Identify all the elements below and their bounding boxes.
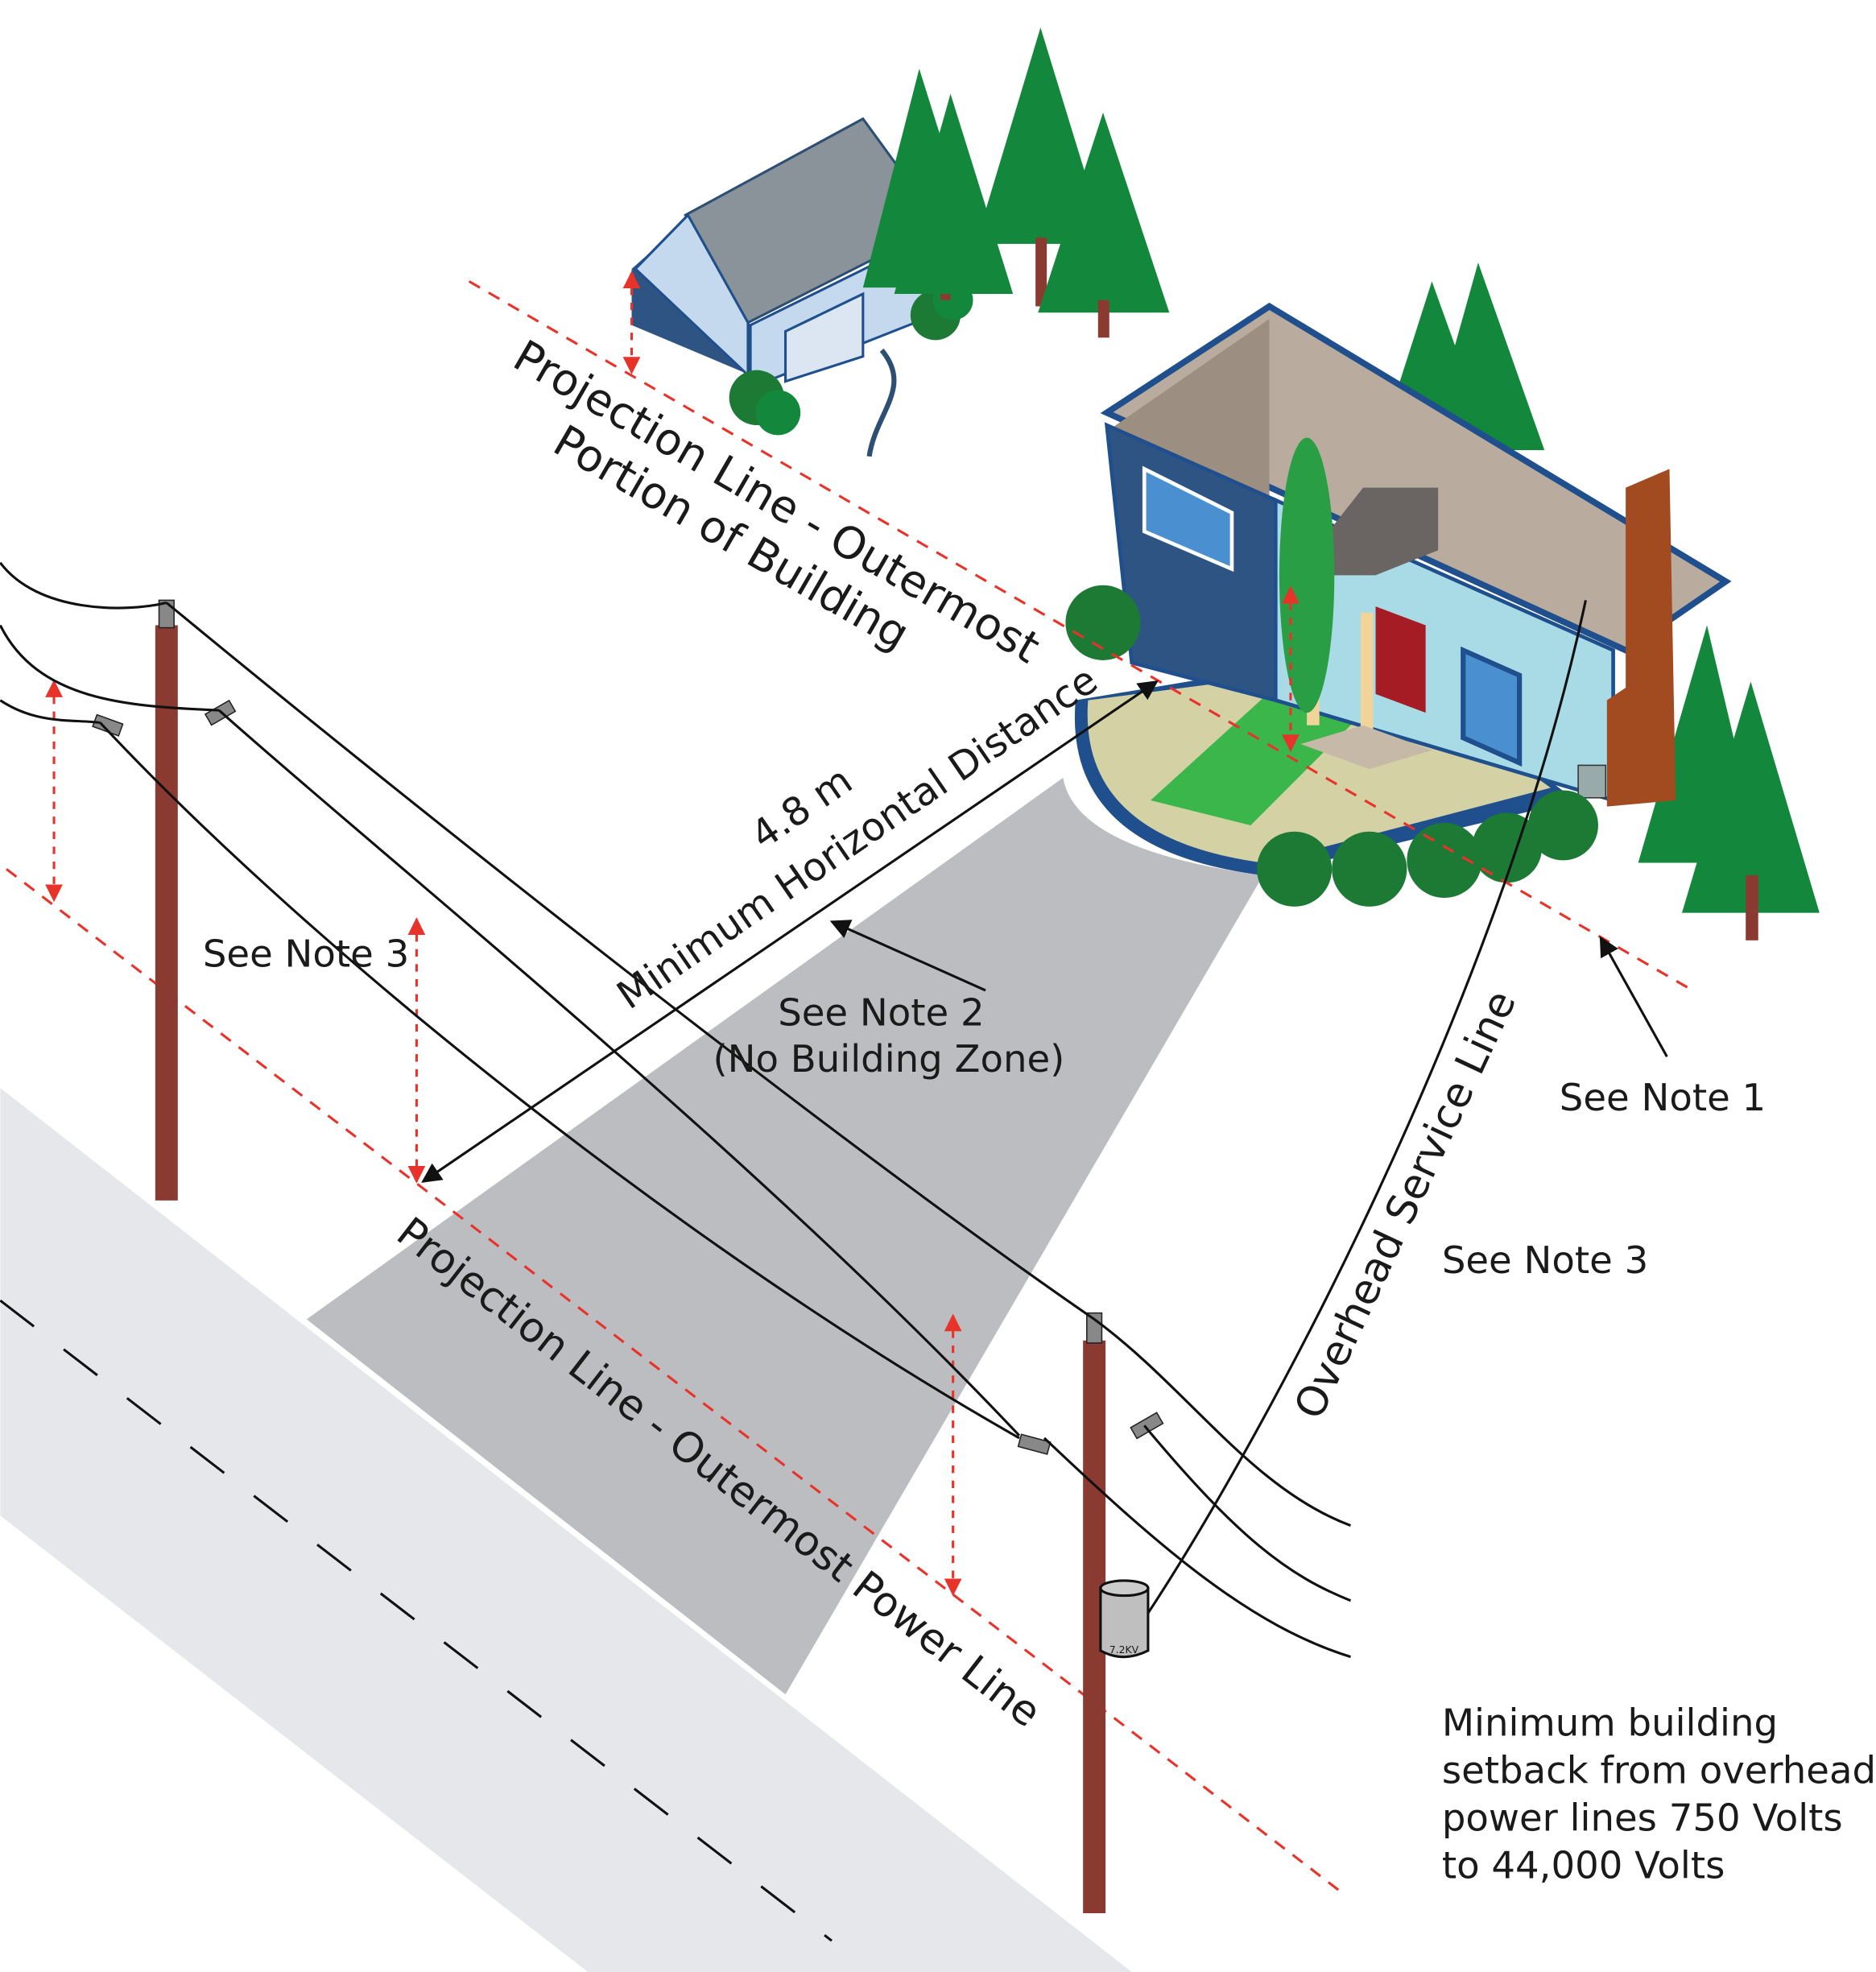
projection-line-power — [6, 868, 1345, 1896]
projection-line-building — [468, 280, 1689, 990]
see-note-3-left: See Note 3 — [203, 932, 409, 975]
see-note-3-right: See Note 3 — [1442, 1238, 1648, 1282]
vertical-dimension-arrows — [45, 271, 1300, 1597]
caption: Minimum building setback from overhead p… — [1442, 1701, 1876, 1887]
no-building-zone-label: (No Building Zone) — [713, 1037, 1064, 1081]
caption-line: power lines 750 Volts — [1442, 1796, 1843, 1840]
overhead-service-line — [1147, 600, 1587, 1614]
house — [1065, 302, 1732, 907]
power-lines — [0, 561, 1587, 1659]
horizontal-distance-arrow — [421, 680, 1159, 1183]
caption-line: setback from overhead — [1442, 1749, 1876, 1792]
caption-line: to 44,000 Volts — [1442, 1844, 1725, 1887]
overhead-service-line-label: Overhead Service Line — [1285, 983, 1526, 1426]
transformer: 7.2KV — [1099, 1579, 1150, 1659]
utility-pole-left — [155, 625, 178, 1201]
see-note-2: See Note 2 — [778, 990, 984, 1034]
road-center-line — [0, 1299, 833, 1942]
note-1-pointer — [1599, 936, 1668, 1057]
caption-line: Minimum building — [1442, 1701, 1778, 1744]
trees — [862, 27, 1820, 941]
note-2-pointer — [829, 920, 986, 992]
transformer-rating: 7.2KV — [1109, 1643, 1139, 1656]
road — [0, 1088, 1132, 1972]
see-note-1: See Note 1 — [1560, 1076, 1766, 1119]
